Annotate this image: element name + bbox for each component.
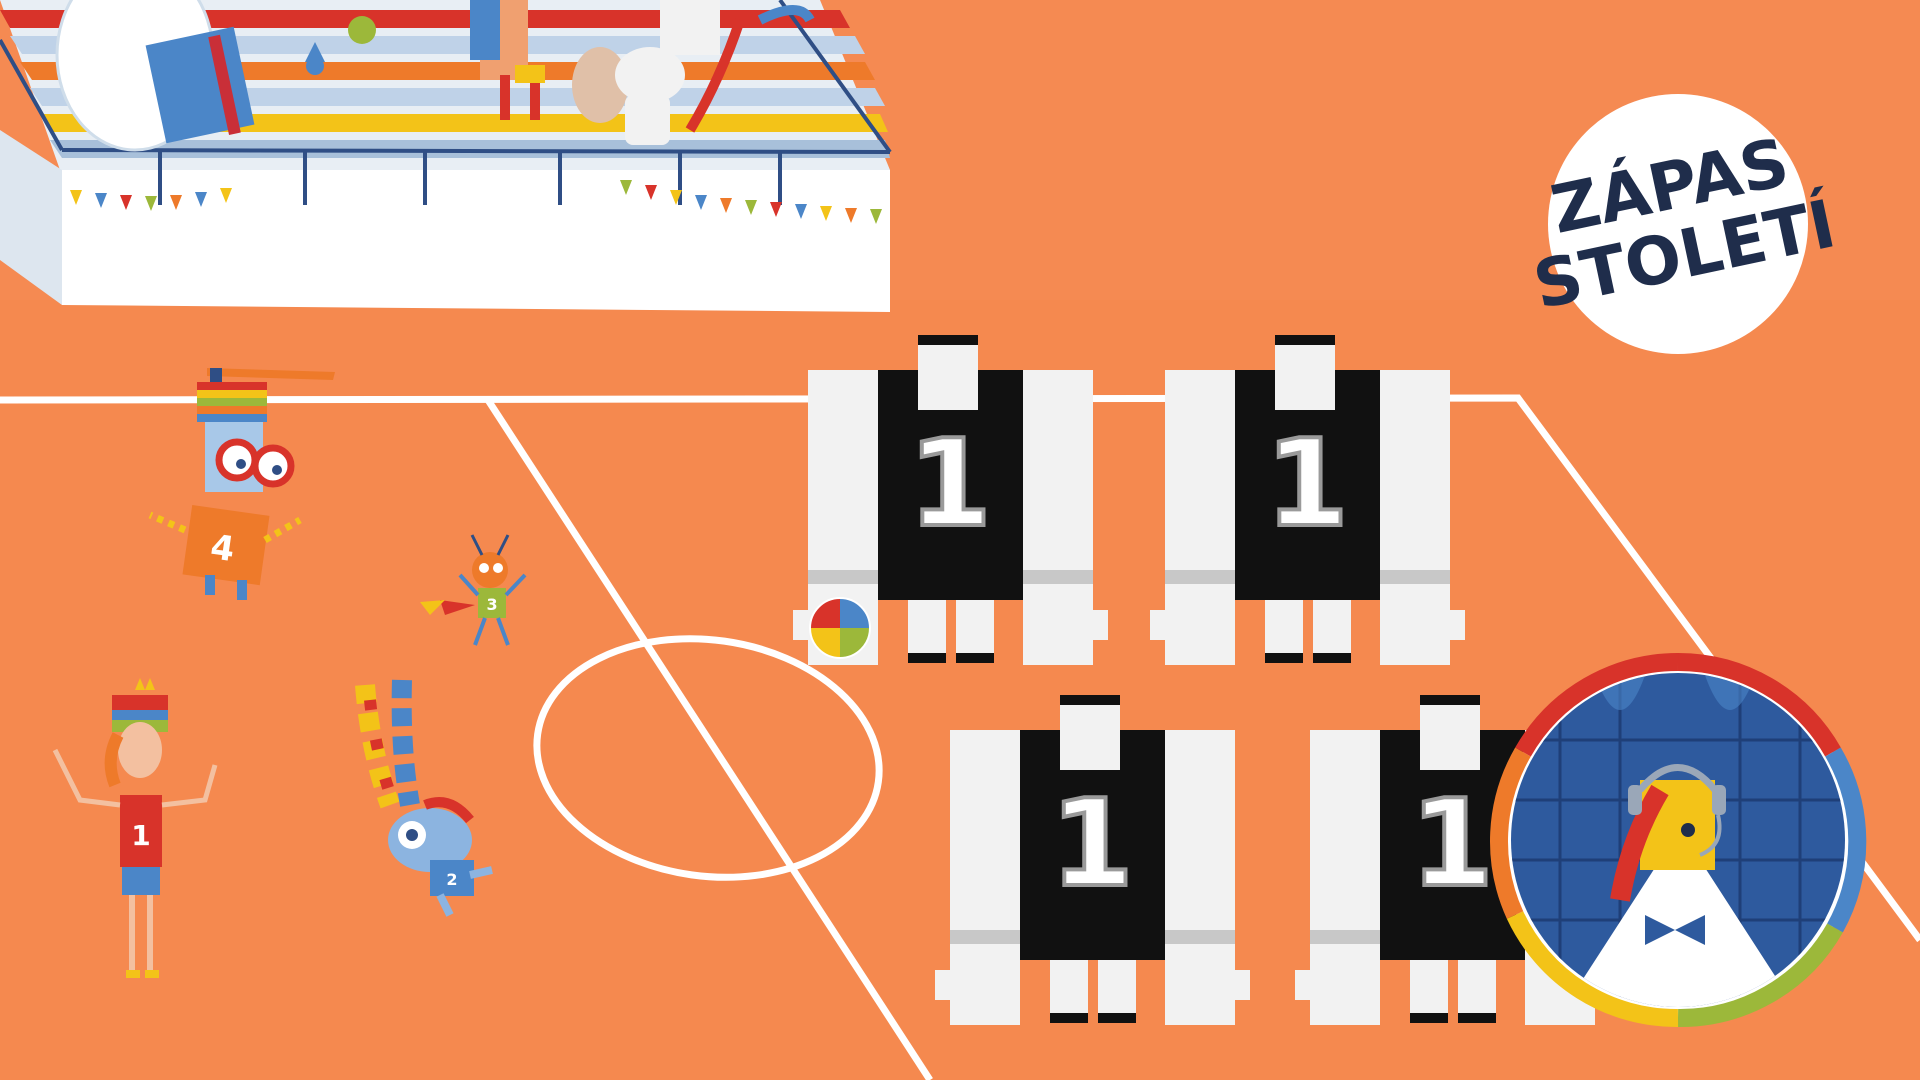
away-player[interactable]: 1 bbox=[793, 335, 1108, 665]
home-player-ant[interactable]: 3 bbox=[420, 534, 527, 646]
stand-railing bbox=[0, 0, 892, 205]
diving-jersey bbox=[430, 860, 474, 896]
away-team: 1 1 1 1 bbox=[793, 335, 1610, 1025]
ant-jersey bbox=[478, 588, 506, 618]
jersey-number: 1 bbox=[131, 819, 150, 852]
stand-front-wall bbox=[62, 170, 890, 312]
jersey-number: 4 bbox=[208, 527, 237, 570]
away-player[interactable]: 1 bbox=[1150, 335, 1465, 665]
game-logo: ZÁPAS STOLETÍ bbox=[1527, 94, 1842, 354]
commentator-body bbox=[1550, 860, 1810, 1007]
robot-eye-right bbox=[251, 444, 295, 488]
robot-eye-left bbox=[215, 438, 259, 482]
away-player[interactable]: 1 bbox=[935, 695, 1250, 1025]
spectator-stand bbox=[0, 0, 892, 312]
spectator-creature bbox=[348, 16, 376, 44]
robot-jersey bbox=[182, 505, 270, 586]
jersey-number: 1 bbox=[908, 415, 992, 554]
stand-side-wall bbox=[0, 130, 62, 305]
commentator-badge[interactable] bbox=[1490, 652, 1867, 1030]
jersey-number: 2 bbox=[446, 870, 457, 889]
center-line bbox=[485, 398, 933, 1080]
logo-badge bbox=[1548, 94, 1808, 354]
home-player-crowned[interactable]: 1 bbox=[52, 678, 218, 978]
spectators bbox=[55, 0, 815, 152]
home-player-diving[interactable]: 2 bbox=[355, 679, 493, 917]
jersey-number: 1 bbox=[1265, 415, 1349, 554]
crowned-jersey bbox=[120, 795, 162, 867]
jersey-number: 1 bbox=[1050, 775, 1134, 914]
jersey-number: 3 bbox=[486, 595, 497, 614]
propeller-icon bbox=[207, 368, 335, 380]
center-circle bbox=[533, 635, 883, 881]
spectator-child bbox=[660, 0, 720, 55]
jersey-number: 1 bbox=[1410, 775, 1494, 914]
spectator-dog bbox=[572, 47, 628, 123]
headset-icon bbox=[1637, 764, 1718, 793]
home-player-robot[interactable]: 4 bbox=[148, 368, 335, 600]
bunting-flags bbox=[70, 180, 882, 224]
volleyball-icon bbox=[809, 597, 871, 659]
